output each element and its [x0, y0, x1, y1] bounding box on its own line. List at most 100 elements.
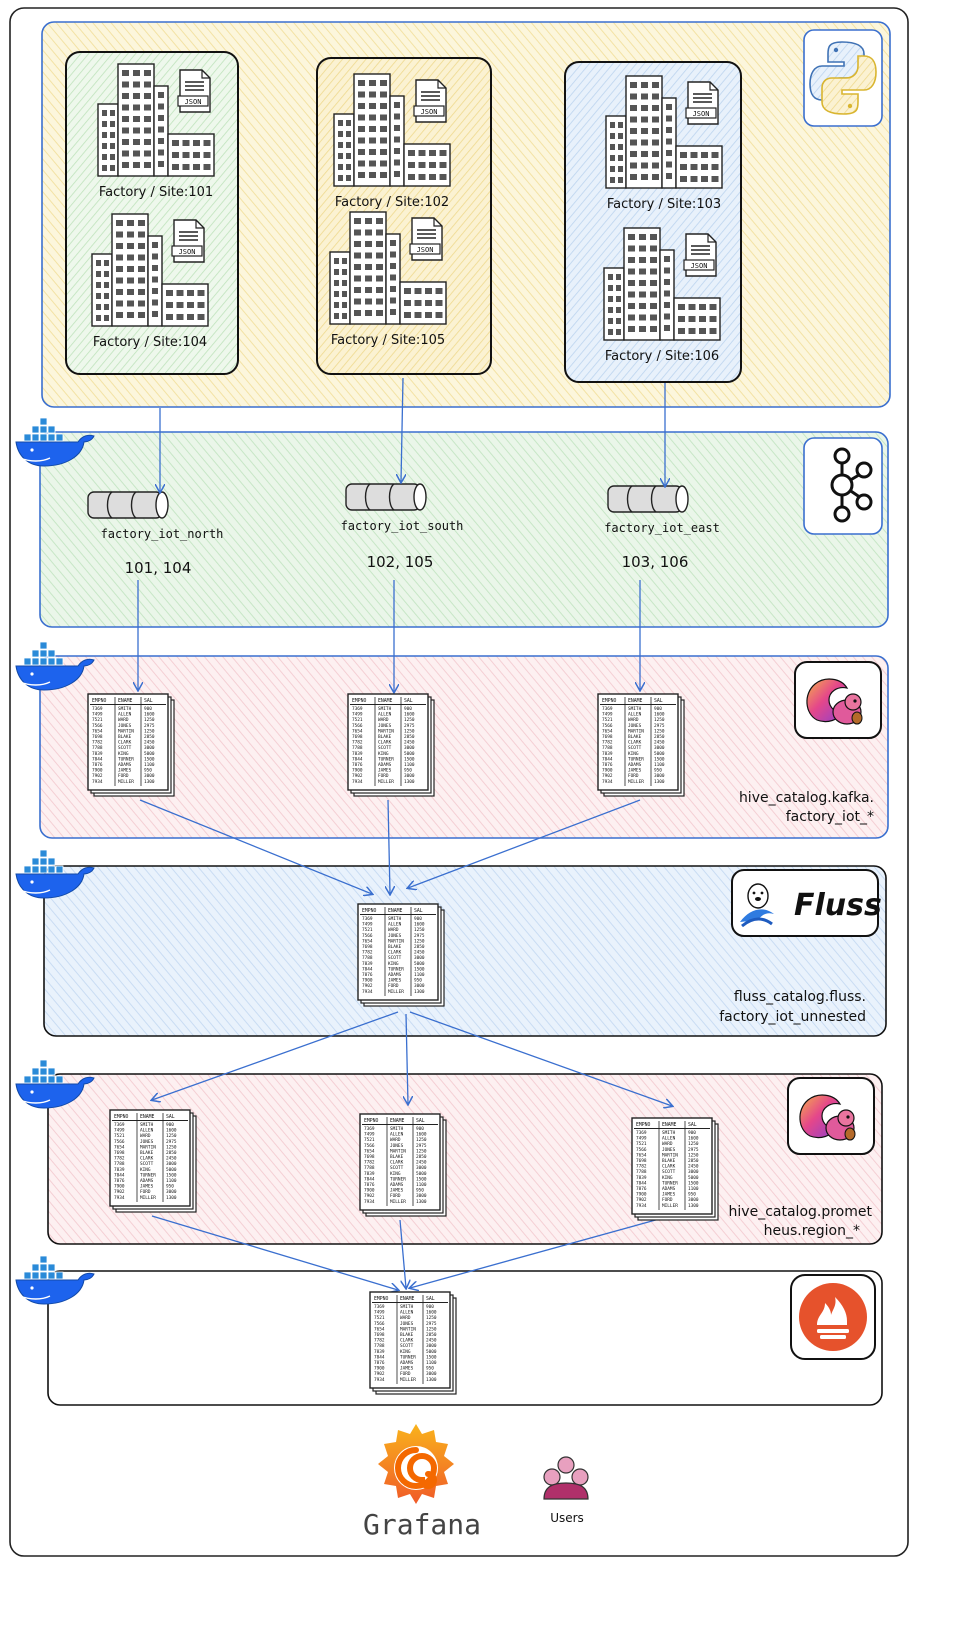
table-cell: MARTIN [140, 1144, 156, 1150]
table-cell: CLARK [388, 950, 402, 956]
table-cell: 1300 [416, 1199, 427, 1205]
arrow-factories-to-south [401, 377, 403, 482]
kafka-logo-card [803, 437, 883, 535]
factory-building-icon [97, 63, 215, 177]
table-cell: 3000 [426, 1371, 437, 1377]
table-cell: 1250 [414, 927, 425, 933]
table-cell: 5000 [404, 751, 415, 757]
table-cell: 7369 [636, 1130, 647, 1136]
arrow-fluss-to-prom-2 [406, 1013, 408, 1104]
table-cell: 7782 [364, 1160, 375, 1166]
table-cell: 7698 [374, 1332, 385, 1338]
table-cell: 7698 [636, 1158, 647, 1164]
table-cell: 7521 [602, 717, 613, 723]
users-icon: Users [543, 1456, 589, 1525]
table-cell: SCOTT [400, 1343, 414, 1349]
table-cell: 2450 [654, 740, 665, 746]
table-cell: 7902 [636, 1197, 647, 1203]
table-cell: 2850 [404, 734, 415, 740]
arrow-fluss-to-prom-1 [152, 1011, 399, 1100]
json-icon-label: JSON [185, 98, 202, 106]
table-cell: 1250 [404, 717, 415, 723]
table-cell: 7900 [636, 1192, 647, 1198]
table-cell: ALLEN [140, 1128, 154, 1134]
table-cell: 7499 [374, 1310, 385, 1316]
table-header-cell: ENAME [140, 1114, 155, 1120]
table-cell: 7566 [364, 1143, 375, 1149]
table-cell: 7369 [92, 706, 103, 712]
table-cell: 1300 [654, 779, 665, 785]
table-cell: 7788 [114, 1161, 125, 1167]
table-cell: 7698 [362, 944, 373, 950]
fluss-catalog-label-1: fluss_catalog.fluss. [734, 989, 866, 1005]
table-cell: 2450 [144, 740, 155, 746]
table-cell: 7839 [114, 1167, 125, 1173]
table-cell: 1500 [166, 1172, 177, 1178]
table-cell: BLAKE [400, 1332, 414, 1338]
table-cell: WARD [400, 1315, 411, 1321]
table-cell: BLAKE [378, 734, 392, 740]
table-header-cell: ENAME [118, 698, 133, 704]
table-cell: 7844 [636, 1180, 647, 1186]
table-cell: 1100 [414, 972, 425, 978]
table-cell: 7499 [602, 712, 613, 718]
table-cell: 5000 [166, 1167, 177, 1173]
table-cell: 7902 [362, 983, 373, 989]
fluss-catalog-label-2: factory_iot_unnested [719, 1009, 866, 1025]
table-cell: 7698 [602, 734, 613, 740]
table-cell: 3000 [688, 1197, 699, 1203]
table-cell: 7369 [114, 1122, 125, 1128]
table-cell: SMITH [388, 916, 402, 922]
table-cell: 1250 [416, 1137, 427, 1143]
table-cell: 7521 [364, 1137, 375, 1143]
factory-building-icon [91, 213, 209, 327]
arrow-flink-north-to-fluss [139, 799, 372, 894]
table-cell: 7900 [92, 768, 103, 774]
table-cell: SMITH [140, 1122, 154, 1128]
table-cell: TURNER [140, 1172, 156, 1178]
table-cell: CLARK [390, 1160, 404, 1166]
table-cell: 7839 [352, 751, 363, 757]
table-cell: 7876 [352, 762, 363, 768]
table-cell: 1250 [404, 728, 415, 734]
table-cell: 7934 [374, 1377, 385, 1383]
docker-whale-icon [15, 1255, 95, 1305]
table-cell: 7782 [92, 740, 103, 746]
table-cell: KING [400, 1349, 411, 1355]
table-cell: 7698 [364, 1154, 375, 1160]
table-header-cell: EMPNO [362, 908, 377, 914]
table-cell: 3000 [688, 1169, 699, 1175]
table-cell: 7788 [362, 955, 373, 961]
table-cell: 3000 [416, 1165, 427, 1171]
prometheus-logo-card [790, 1274, 876, 1360]
table-cell: 950 [654, 768, 662, 774]
table-header-cell: SAL [166, 1114, 175, 1120]
python-icon [809, 41, 877, 115]
table-cell: 7934 [636, 1203, 647, 1209]
table-cell: 7844 [352, 756, 363, 762]
table-cell: 1250 [144, 717, 155, 723]
table-cell: JONES [388, 933, 402, 939]
table-cell: 900 [166, 1122, 174, 1128]
table-cell: 1100 [166, 1178, 177, 1184]
table-cell: 1500 [414, 966, 425, 972]
table-cell: 1300 [166, 1195, 177, 1201]
table-cell: 1250 [688, 1152, 699, 1158]
table-cell: 7521 [92, 717, 103, 723]
table-cell: SMITH [662, 1130, 676, 1136]
table-cell: SMITH [378, 706, 392, 712]
factory-site-label: Factory / Site:104 [93, 335, 207, 350]
table-cell: 7654 [364, 1148, 375, 1154]
table-cell: 3000 [404, 745, 415, 751]
table-cell: KING [140, 1167, 151, 1173]
table-cell: SMITH [628, 706, 642, 712]
topic-log-icon [345, 483, 427, 511]
table-cell: ALLEN [628, 712, 642, 718]
table-cell: 7499 [636, 1136, 647, 1142]
table-cell: 3000 [166, 1189, 177, 1195]
table-cell: 7839 [92, 751, 103, 757]
json-file-icon: JSON [177, 69, 211, 113]
